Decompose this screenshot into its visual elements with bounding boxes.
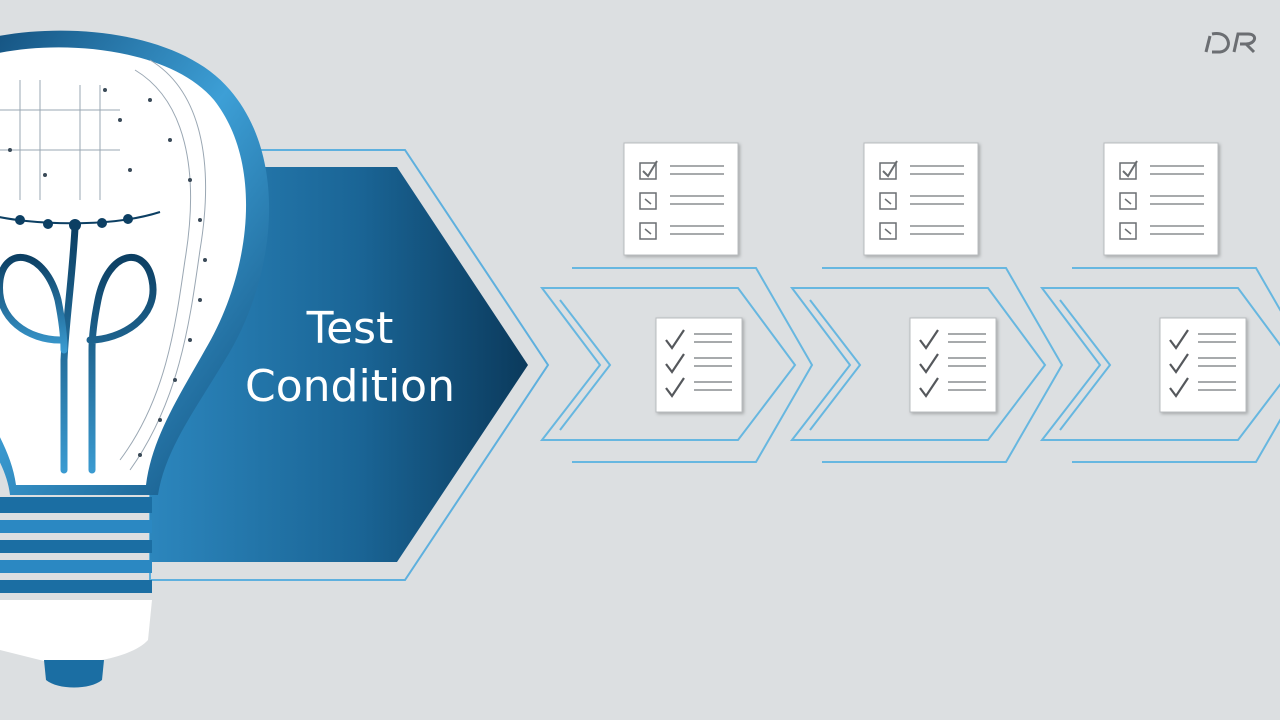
checklist-icon xyxy=(1159,317,1247,413)
logo-icon xyxy=(1204,32,1256,54)
chevron-arrow-icon xyxy=(1039,267,1280,463)
chevron-arrow-icon xyxy=(789,267,1064,463)
lightbulb-icon xyxy=(0,30,270,688)
main-label: Test Condition xyxy=(200,300,500,416)
checklist-icon xyxy=(1103,142,1219,256)
main-label-line2: Condition xyxy=(245,361,455,412)
main-label-line1: Test xyxy=(306,303,394,354)
checklist-icon xyxy=(909,317,997,413)
chevron-arrow-icon xyxy=(539,267,814,463)
checklist-icon xyxy=(623,142,739,256)
checklist-icon xyxy=(655,317,743,413)
checklist-icon xyxy=(863,142,979,256)
